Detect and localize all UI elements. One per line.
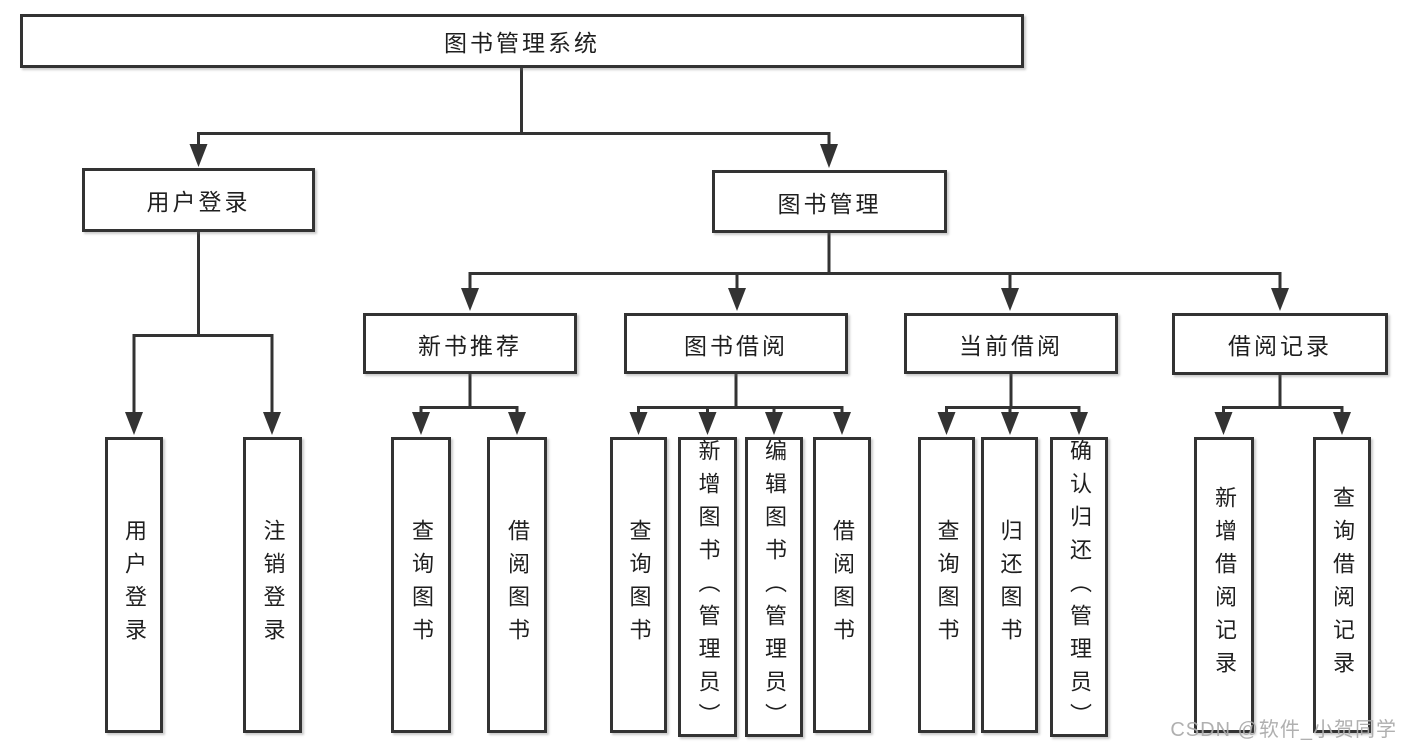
watermark: CSDN @软件_小贺同学 <box>1170 719 1397 741</box>
leaf-query-borrow-record: 查询借阅记录 <box>1313 437 1371 733</box>
leaf-query-books-recommend: 查询图书 <box>391 437 451 733</box>
node-new-book-recommend-label: 新书推荐 <box>418 332 522 359</box>
leaf-query-books-current: 查询图书 <box>918 437 975 733</box>
leaf-return-books: 归还图书 <box>981 437 1038 733</box>
node-user-login: 用户登录 <box>82 168 315 232</box>
node-current-borrow-label: 当前借阅 <box>959 332 1063 359</box>
node-new-book-recommend: 新书推荐 <box>363 313 577 374</box>
node-book-borrow-label: 图书借阅 <box>684 332 788 359</box>
leaf-add-borrow-record: 新增借阅记录 <box>1194 437 1254 733</box>
leaf-query-books-borrow: 查询图书 <box>610 437 667 733</box>
node-book-borrow: 图书借阅 <box>624 313 848 374</box>
node-borrow-record-label: 借阅记录 <box>1228 333 1332 359</box>
node-book-management: 图书管理 <box>712 170 947 233</box>
node-book-management-label: 图书管理 <box>777 190 882 217</box>
node-root-label: 图书管理系统 <box>444 30 600 56</box>
leaf-borrow-books-recommend: 借阅图书 <box>487 437 547 733</box>
arrowhead-icons <box>125 144 1351 435</box>
node-user-login-label: 用户登录 <box>146 189 251 215</box>
node-current-borrow: 当前借阅 <box>904 313 1118 374</box>
node-root: 图书管理系统 <box>20 14 1024 68</box>
node-borrow-record: 借阅记录 <box>1172 313 1388 375</box>
leaf-confirm-return-admin: 确认归还（管理员） <box>1050 437 1108 737</box>
leaf-borrow-books: 借阅图书 <box>813 437 871 733</box>
leaf-add-books-admin: 新增图书（管理员） <box>678 437 737 737</box>
leaf-logout: 注销登录 <box>243 437 302 733</box>
leaf-edit-books-admin: 编辑图书（管理员） <box>745 437 803 737</box>
leaf-user-login: 用户登录 <box>105 437 163 733</box>
